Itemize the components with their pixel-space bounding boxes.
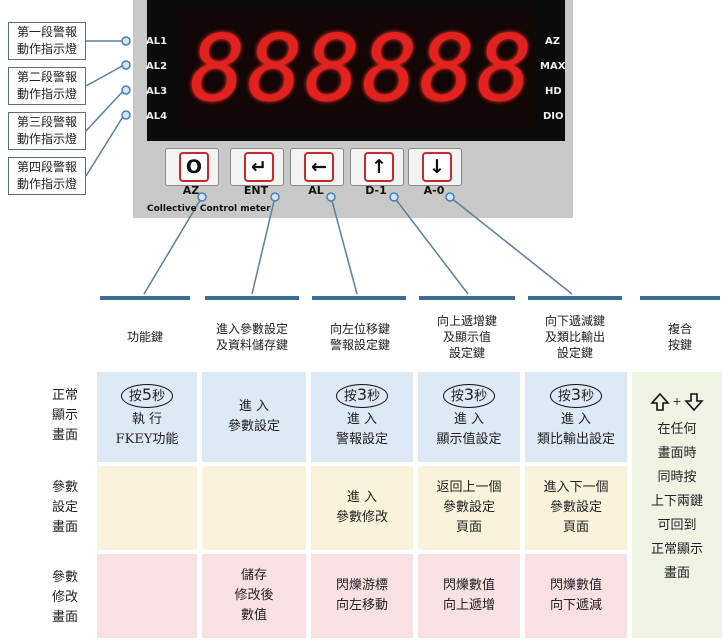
az-button-label: AZ — [182, 184, 200, 197]
brand-label: Collective Control meter — [147, 204, 271, 214]
plus-sign: + — [672, 395, 682, 408]
header-bar — [640, 296, 720, 300]
header-bar — [205, 296, 299, 300]
cell-text: 儲存 修改後 數值 — [234, 568, 274, 623]
indicator-max: MAX — [540, 61, 566, 72]
header-left-key: 向左位移鍵 警報設定鍵 — [329, 322, 390, 352]
row-label-normal: 正常 顯示 畫面 — [51, 388, 78, 443]
indicator-hd: HD — [545, 86, 562, 97]
cell-modify-down: 閃爍數值 向下遞減 — [525, 554, 627, 638]
cell-text: 返回上一個 參數設定 頁面 — [436, 480, 502, 535]
indicator-al4: AL4 — [146, 111, 168, 122]
press-badge: 按3秒 — [549, 384, 603, 408]
arrow-up-icon: ↑ — [364, 152, 394, 182]
a0-button[interactable]: ↓ A-0 — [408, 148, 462, 200]
cell-normal-down: 按3秒 進 入 類比輸出設定 — [525, 372, 627, 462]
indicator-al2: AL2 — [146, 61, 168, 72]
cell-setting-left: 進 入 參數修改 — [311, 466, 413, 550]
ent-button[interactable]: ↵ ENT — [230, 148, 284, 200]
cell-normal-up: 按3秒 進 入 顯示值設定 — [418, 372, 520, 462]
al-button-label: AL — [308, 184, 324, 197]
alarm-label-2: 第二段警報 動作指示燈 — [8, 67, 86, 105]
row-label-setting: 參數 設定 畫面 — [51, 480, 78, 535]
cell-modify-enter: 儲存 修改後 數值 — [202, 554, 306, 638]
alarm-label-3: 第三段警報 動作指示燈 — [8, 112, 86, 150]
up-arrow-outline-icon — [650, 392, 671, 411]
header-bar — [312, 296, 406, 300]
cell-setting-up: 返回上一個 參數設定 頁面 — [418, 466, 520, 550]
header-bar — [100, 296, 190, 300]
az-button[interactable]: O AZ — [165, 148, 219, 200]
header-bar — [528, 296, 622, 300]
row-label-modify: 參數 修改 畫面 — [51, 570, 78, 625]
ent-button-label: ENT — [243, 184, 269, 197]
arrow-left-icon: ← — [304, 152, 334, 182]
alarm-label-1: 第一段警報 動作指示燈 — [8, 22, 86, 60]
zero-icon: O — [179, 152, 209, 182]
enter-icon: ↵ — [244, 152, 274, 182]
header-bar — [419, 296, 515, 300]
header-function-key: 功能鍵 — [126, 330, 163, 344]
alarm-label-4: 第四段警報 動作指示燈 — [8, 157, 86, 195]
cell-setting-function — [97, 466, 197, 550]
cell-text: 進 入 類比輸出設定 — [536, 412, 615, 447]
header-combo-key: 複合 按鍵 — [667, 322, 692, 352]
indicator-al1: AL1 — [146, 36, 168, 47]
led-display — [182, 10, 534, 128]
cell-normal-function: 按5秒 執 行 FKEY功能 — [97, 372, 197, 462]
header-down-key: 向下遞減鍵 及類比輸出 設定鍵 — [544, 314, 605, 360]
cell-text: 閃爍數值 向下遞減 — [549, 578, 602, 613]
cell-text: 閃爍數值 向上遞增 — [442, 578, 495, 613]
cell-text: 進 入 顯示值設定 — [436, 412, 502, 447]
cell-setting-down: 進入下一個 參數設定 頁面 — [525, 466, 627, 550]
press-badge: 按5秒 — [120, 384, 174, 408]
cell-setting-enter — [202, 466, 306, 550]
combo-icons: + — [650, 392, 704, 412]
cell-modify-up: 閃爍數值 向上遞增 — [418, 554, 520, 638]
d1-button-label: D-1 — [365, 184, 387, 197]
header-up-key: 向上遞增鍵 及顯示值 設定鍵 — [436, 314, 497, 360]
a0-button-label: A-0 — [423, 184, 445, 197]
al-button[interactable]: ← AL — [290, 148, 344, 200]
display-value: 888888 — [190, 15, 535, 122]
cell-text: 進 入 參數修改 — [335, 490, 388, 525]
arrow-down-icon: ↓ — [422, 152, 452, 182]
cell-normal-enter: 進 入 參數設定 — [202, 372, 306, 462]
d1-button[interactable]: ↑ D-1 — [350, 148, 404, 200]
indicator-az: AZ — [545, 36, 560, 47]
cell-modify-left: 閃爍游標 向左移動 — [311, 554, 413, 638]
cell-combo-key: + 在任何 畫面時 同時按 上下兩鍵 可回到 正常顯示 畫面 — [632, 372, 722, 638]
indicator-dio: DIO — [543, 111, 564, 122]
header-enter-key: 進入參數設定 及資料儲存鍵 — [215, 322, 288, 352]
cell-text: 閃爍游標 向左移動 — [335, 578, 388, 613]
cell-normal-left: 按3秒 進 入 警報設定 — [311, 372, 413, 462]
press-badge: 按3秒 — [442, 384, 496, 408]
indicator-al3: AL3 — [146, 86, 168, 97]
cell-modify-function — [97, 554, 197, 638]
press-badge: 按3秒 — [335, 384, 389, 408]
cell-text: 進 入 參數設定 — [227, 399, 280, 434]
combo-text: 在任何 畫面時 同時按 上下兩鍵 可回到 正常顯示 畫面 — [650, 422, 703, 581]
cell-text: 進入下一個 參數設定 頁面 — [543, 480, 609, 535]
down-arrow-outline-icon — [683, 393, 704, 412]
cell-text: 進 入 警報設定 — [335, 412, 388, 447]
cell-text: 執 行 FKEY功能 — [115, 412, 179, 447]
